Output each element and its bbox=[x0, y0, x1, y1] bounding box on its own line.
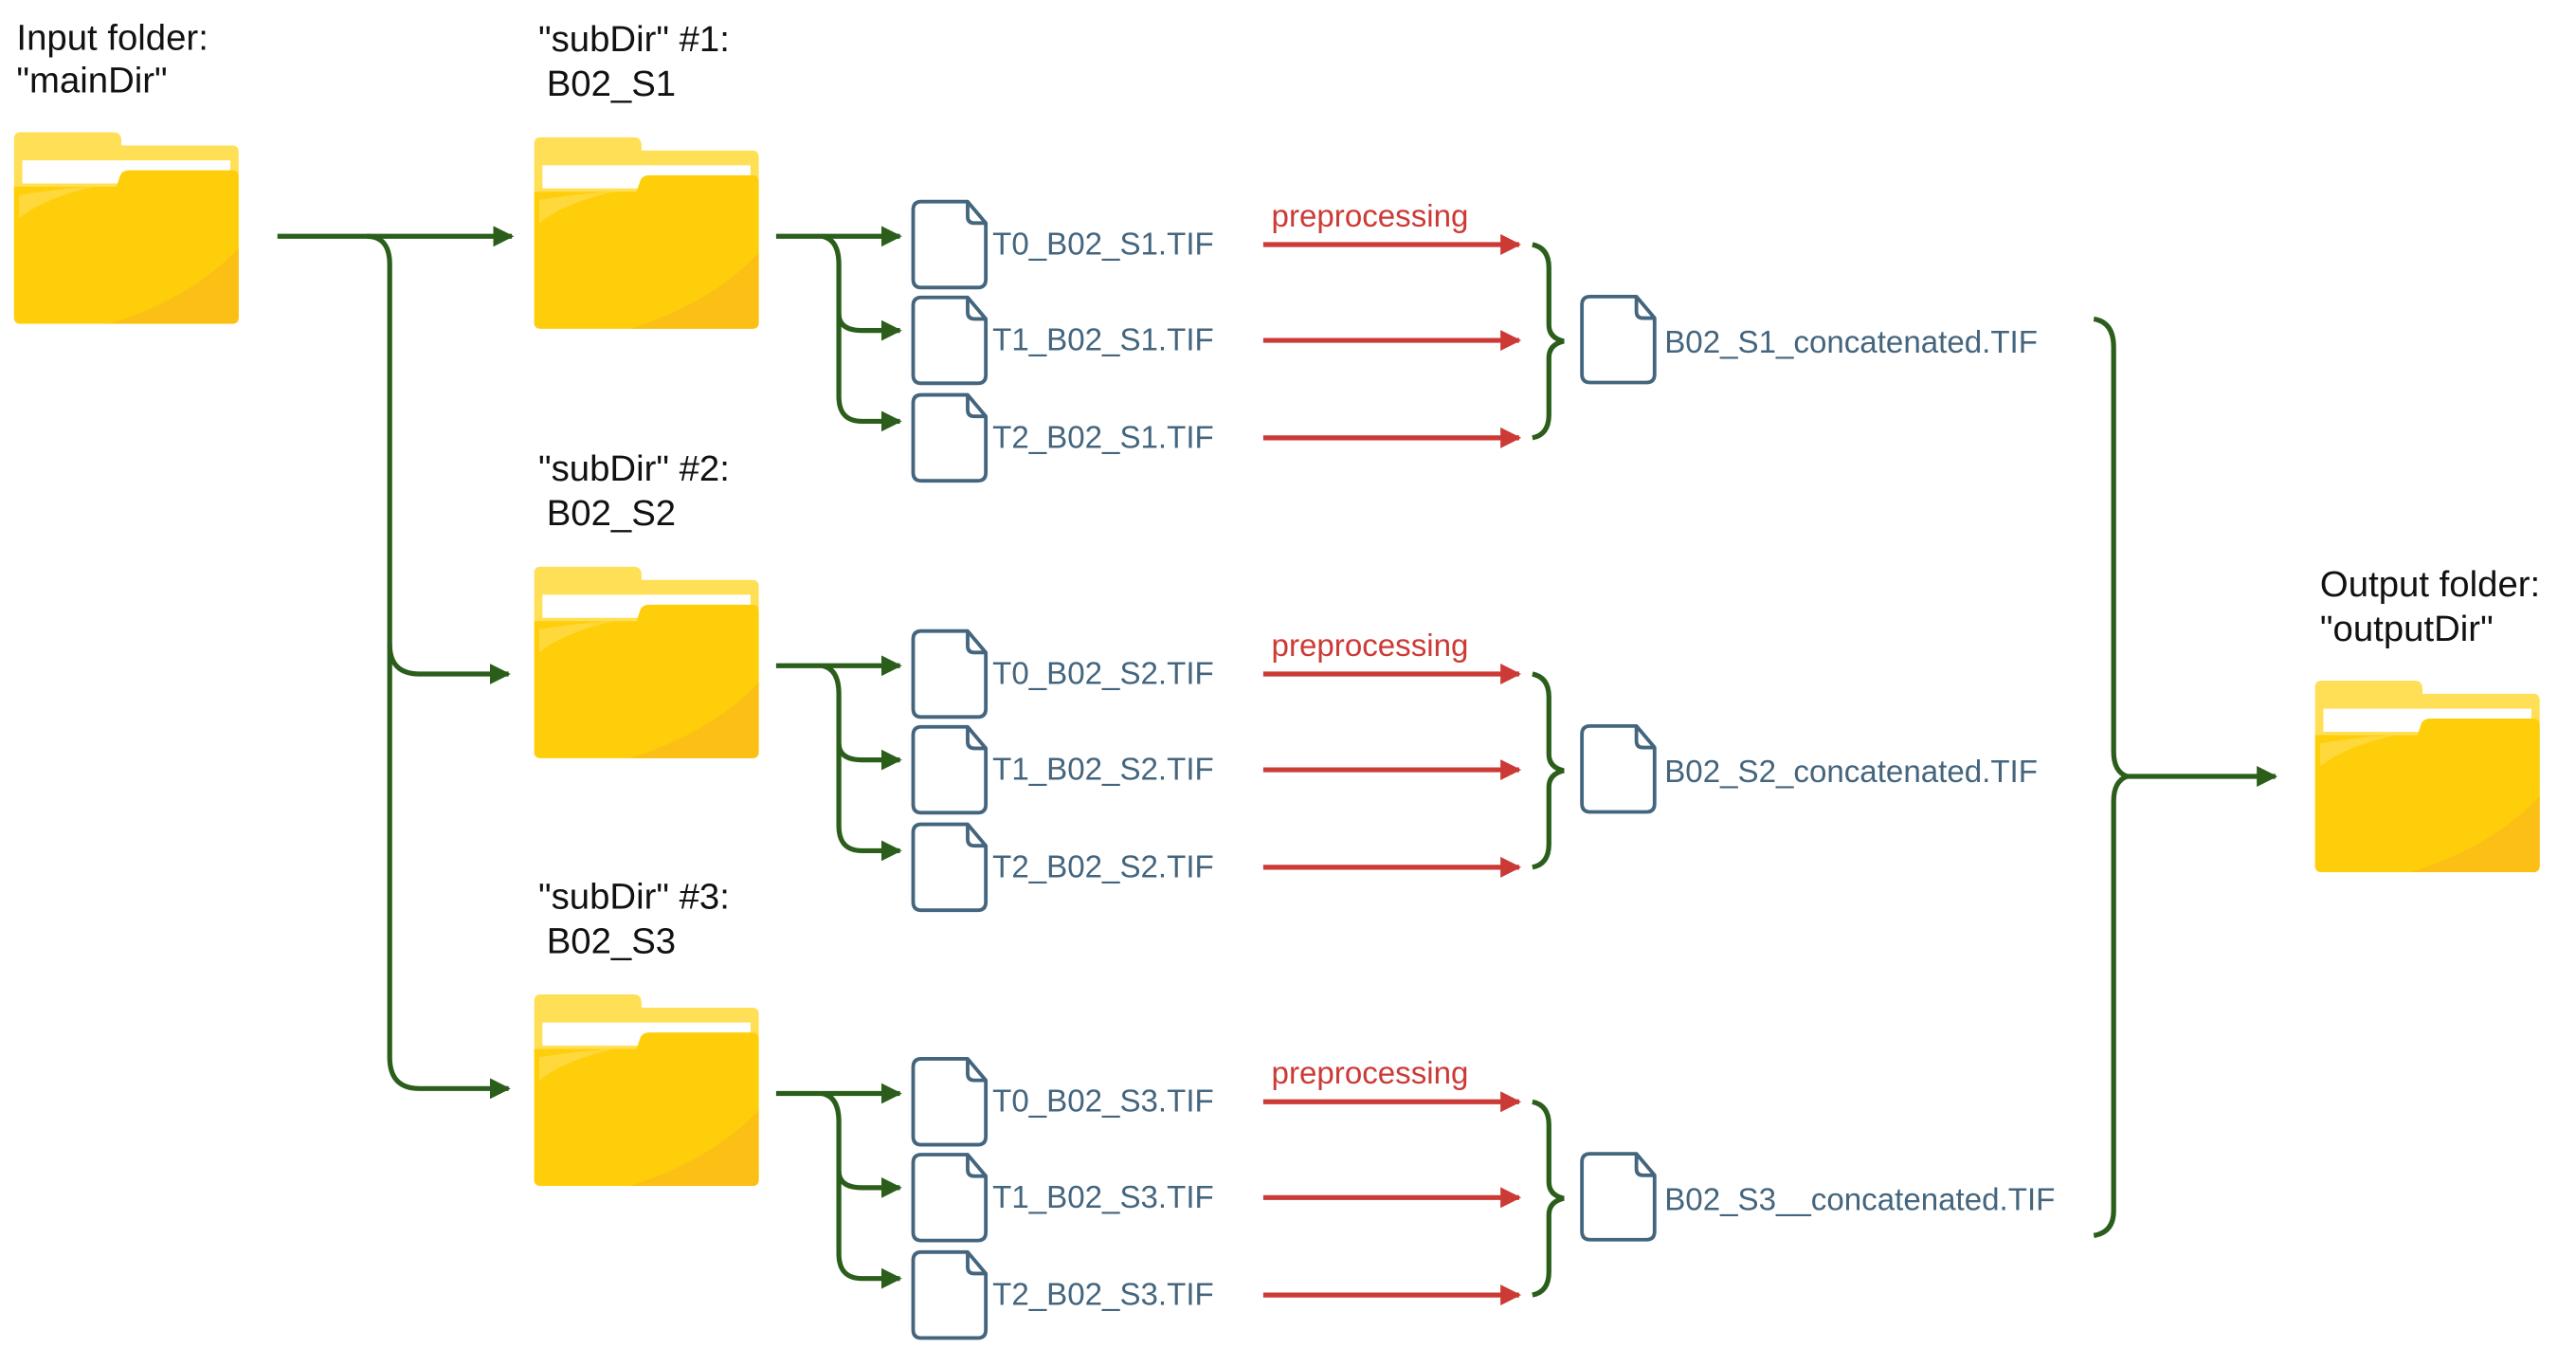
file-name: T2_B02_S3.TIF bbox=[992, 1278, 1214, 1313]
merge-brace bbox=[1532, 671, 1565, 870]
file-fanout-arrows bbox=[775, 226, 902, 432]
folder-icon[interactable] bbox=[534, 137, 759, 329]
merge-brace bbox=[1532, 242, 1565, 441]
preprocessing-label: preprocessing bbox=[1272, 199, 1469, 234]
concatenated-file-name: B02_S1_concatenated.TIF bbox=[1664, 325, 2038, 360]
arrow-to-file-2 bbox=[836, 1171, 902, 1289]
concatenated-file[interactable]: B02_S1_concatenated.TIF bbox=[1580, 294, 2038, 385]
file-icon bbox=[911, 628, 989, 720]
file-item[interactable]: T1_B02_S2.TIF bbox=[911, 724, 1214, 815]
subdir-label-line2: B02_S3 bbox=[547, 920, 676, 961]
folder-icon bbox=[2314, 680, 2540, 873]
preprocessing-label: preprocessing bbox=[1272, 1056, 1469, 1091]
branch-to-subdir-3 bbox=[387, 644, 511, 1100]
file-icon bbox=[911, 295, 989, 386]
file-item[interactable]: T1_B02_S1.TIF bbox=[911, 295, 1214, 386]
preprocessing-label: preprocessing bbox=[1272, 628, 1469, 664]
file-item[interactable]: T2_B02_S3.TIF bbox=[911, 1249, 1214, 1340]
file-item[interactable]: T1_B02_S3.TIF bbox=[911, 1153, 1214, 1243]
file-icon bbox=[1580, 723, 1657, 814]
concatenated-file[interactable]: B02_S2_concatenated.TIF bbox=[1580, 723, 2038, 814]
folder-icon[interactable] bbox=[534, 994, 759, 1187]
input-folder[interactable]: Input folder: "mainDir" bbox=[13, 17, 239, 324]
file-name: T1_B02_S1.TIF bbox=[992, 323, 1214, 358]
input-folder-label-line1: Input folder: bbox=[16, 17, 208, 58]
file-name: T0_B02_S3.TIF bbox=[992, 1084, 1214, 1120]
subdir-label-line2: B02_S1 bbox=[547, 64, 676, 104]
file-fanout-arrows bbox=[775, 1083, 902, 1289]
file-item[interactable]: T2_B02_S1.TIF bbox=[911, 392, 1214, 483]
file-name: T2_B02_S1.TIF bbox=[992, 420, 1214, 455]
subdir-label-line1: "subDir" #2: bbox=[538, 448, 730, 489]
output-folder-label-line2: "outputDir" bbox=[2320, 609, 2494, 649]
file-item[interactable]: T0_B02_S1.TIF bbox=[911, 199, 1214, 290]
file-icon bbox=[911, 724, 989, 815]
file-name: T1_B02_S3.TIF bbox=[992, 1180, 1214, 1215]
file-icon bbox=[911, 1057, 989, 1147]
subdir-label-line1: "subDir" #1: bbox=[538, 19, 730, 60]
file-name: T2_B02_S2.TIF bbox=[992, 849, 1214, 884]
file-icon bbox=[911, 822, 989, 913]
file-item[interactable]: T0_B02_S3.TIF bbox=[911, 1057, 1214, 1147]
arrow-to-file-2 bbox=[836, 743, 902, 862]
collector-bracket bbox=[2093, 316, 2134, 1238]
output-folder[interactable]: Output folder: "outputDir" bbox=[2314, 564, 2540, 873]
arrow-to-file-1 bbox=[821, 663, 902, 771]
folder-icon bbox=[13, 132, 239, 324]
merge-brace bbox=[1532, 1099, 1565, 1298]
arrow-to-file-2 bbox=[836, 314, 902, 432]
file-item[interactable]: T0_B02_S2.TIF bbox=[911, 628, 1214, 720]
file-name: T1_B02_S2.TIF bbox=[992, 753, 1214, 788]
output-folder-label-line1: Output folder: bbox=[2320, 564, 2540, 605]
file-icon bbox=[911, 199, 989, 290]
file-icon bbox=[911, 392, 989, 483]
file-icon bbox=[1580, 1152, 1657, 1242]
file-name: T0_B02_S2.TIF bbox=[992, 656, 1214, 691]
concatenated-file-name: B02_S3__concatenated.TIF bbox=[1664, 1182, 2055, 1217]
file-fanout-arrows bbox=[775, 655, 902, 862]
file-item[interactable]: T2_B02_S2.TIF bbox=[911, 822, 1214, 913]
output-bracket bbox=[2093, 316, 2278, 1238]
input-folder-label-line2: "mainDir" bbox=[16, 61, 167, 101]
file-icon bbox=[911, 1249, 989, 1340]
arrow-to-file-1 bbox=[821, 233, 902, 341]
main-branch-arrows bbox=[277, 226, 515, 1100]
concatenated-file-name: B02_S2_concatenated.TIF bbox=[1664, 755, 2038, 790]
folder-icon[interactable] bbox=[534, 566, 759, 758]
subdir-label-line2: B02_S2 bbox=[547, 493, 676, 534]
arrow-to-file-1 bbox=[821, 1090, 902, 1198]
file-name: T0_B02_S1.TIF bbox=[992, 227, 1214, 262]
branch-to-subdir-2 bbox=[366, 233, 511, 684]
file-icon bbox=[911, 1153, 989, 1243]
file-icon bbox=[1580, 294, 1657, 385]
concatenated-file[interactable]: B02_S3__concatenated.TIF bbox=[1580, 1152, 2055, 1242]
subdir-label-line1: "subDir" #3: bbox=[538, 876, 730, 917]
